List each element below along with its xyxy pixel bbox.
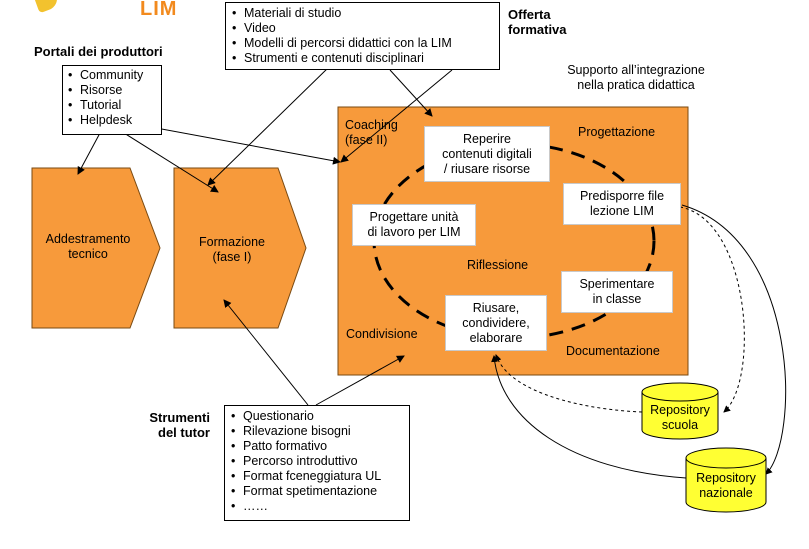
offerta-item: Materiali di studio: [230, 6, 495, 21]
arrow-strumenti-formazione: [223, 299, 309, 406]
coaching-label: Coaching (fase II): [345, 118, 398, 147]
arrow-portali-coaching: [139, 124, 341, 165]
progettazione-label: Progettazione: [578, 125, 656, 139]
offerta-item: Video: [230, 21, 495, 36]
condivisione-label: Condivisione: [346, 327, 418, 341]
arrow-predisporre-repository-nazionale: [681, 204, 787, 475]
arrow-offerta-supporto: [389, 69, 433, 117]
portali-item: Helpdesk: [66, 113, 158, 128]
reperire-box: Reperire contenuti digitali / riusare ri…: [424, 126, 550, 182]
strumenti-box: Questionario Rilevazione bisogni Patto f…: [224, 405, 410, 521]
arrow-repository-nazionale-riusare: [491, 355, 687, 479]
arrow-offerta-coaching: [340, 69, 453, 163]
riflessione-label: Riflessione: [467, 258, 529, 272]
offerta-box: Materiali di studio Video Modelli di per…: [225, 2, 500, 70]
strumenti-item: Format spetimentazione: [229, 484, 405, 499]
progettare-box: Progettare unità di lavoro per LIM: [352, 204, 476, 246]
formazione-shape: [173, 167, 307, 329]
portali-item: Risorse: [66, 83, 158, 98]
portali-title: Portali dei produttori: [34, 44, 163, 59]
sperimentare-box: Sperimentare in classe: [561, 271, 673, 313]
repository-scuola-cylinder: [641, 382, 719, 440]
supporto-label: Supporto all’integrazione nella pratica …: [567, 63, 705, 92]
predisporre-box: Predisporre file lezione LIM: [563, 183, 681, 225]
repository-nazionale-label: Repository nazionale: [696, 471, 756, 500]
strumenti-item: Patto formativo: [229, 439, 405, 454]
strumenti-item: Format fceneggiatura UL: [229, 469, 405, 484]
portali-item: Tutorial: [66, 98, 158, 113]
offerta-item: Strumenti e contenuti disciplinari: [230, 51, 495, 66]
offerta-title: Offerta formativa: [508, 7, 567, 37]
strumenti-item: Percorso introduttivo: [229, 454, 405, 469]
repository-nazionale-cylinder: [685, 447, 767, 513]
arrow-strumenti-coaching: [315, 355, 405, 406]
strumenti-item: Rilevazione bisogni: [229, 424, 405, 439]
documentazione-label: Documentazione: [566, 344, 660, 358]
portali-item: Community: [66, 68, 158, 83]
arrow-offerta-formazione: [207, 65, 331, 186]
riusare-box: Riusare, condividere, elaborare: [445, 295, 547, 351]
addestramento-label: Addestramento tecnico: [45, 232, 131, 261]
strumenti-title: Strumenti del tutor: [149, 410, 210, 440]
strumenti-item: ……: [229, 499, 405, 514]
arrow-portali-addestramento: [77, 132, 101, 175]
strumenti-item: Questionario: [229, 409, 405, 424]
addestramento-shape: [31, 167, 161, 329]
arrow-predisporre-repository-scuola: [679, 206, 745, 413]
offerta-item: Modelli di percorsi didattici con la LIM: [230, 36, 495, 51]
formazione-label: Formazione (fase I): [199, 235, 265, 264]
logo-text: LIM: [140, 0, 178, 20]
repository-scuola-label: Repository scuola: [650, 403, 710, 432]
arrow-portali-formazione-1: [123, 132, 219, 193]
arrow-repository-scuola-riusare: [494, 354, 643, 413]
portali-box: Community Risorse Tutorial Helpdesk: [62, 65, 162, 135]
logo: LIM: [0, 0, 200, 22]
